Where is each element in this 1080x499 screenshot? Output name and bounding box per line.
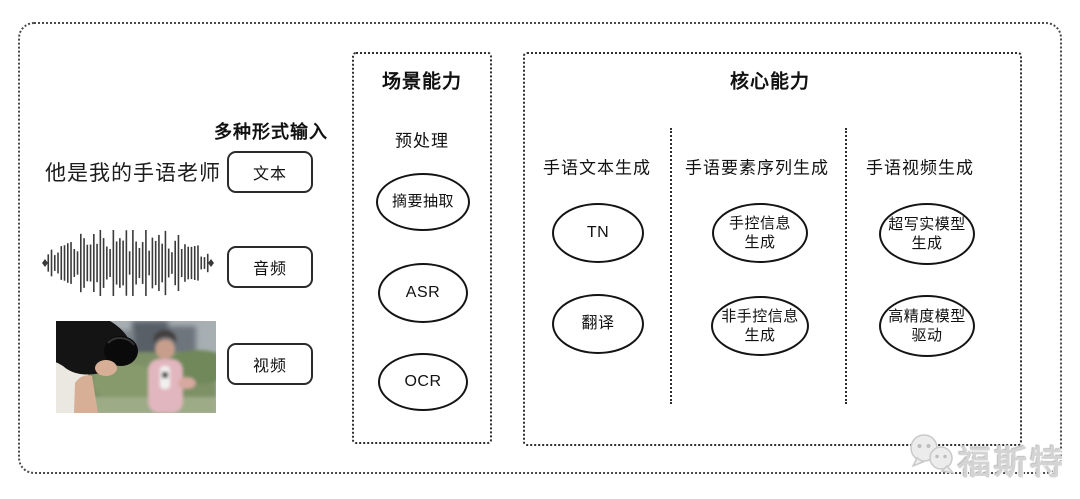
node-manual-info-generation-label: 手控信息 生成 [728, 214, 791, 252]
node-manual-info-generation: 手控信息 生成 [712, 203, 808, 263]
node-ocr-label: OCR [404, 372, 442, 390]
node-nonmanual-info-generation: 非手控信息 生成 [711, 296, 809, 356]
sample-sentence: 他是我的手语老师 [45, 162, 221, 185]
core-column-divider-2 [845, 128, 847, 404]
audio-waveform-icon [42, 227, 214, 299]
node-asr: ASR [378, 263, 468, 323]
node-translation: 翻译 [552, 294, 644, 354]
core-col2-header: 手语要素序列生成 [685, 158, 829, 178]
node-tn: TN [552, 203, 644, 263]
core-box-title: 核心能力 [729, 71, 811, 93]
core-col3-header: 手语视频生成 [866, 158, 974, 178]
input-pill-text-label: 文本 [252, 166, 287, 183]
input-pill-video: 视频 [227, 343, 313, 385]
scene-box-subtitle: 预处理 [395, 131, 449, 151]
outer-dotted-frame [18, 22, 1062, 474]
input-pill-audio-label: 音频 [252, 261, 287, 278]
node-summary-extraction-label: 摘要抽取 [391, 193, 454, 211]
node-highprecision-model-driving: 高精度模型 驱动 [879, 295, 975, 357]
reporter-photo [56, 321, 216, 413]
node-summary-extraction: 摘要抽取 [376, 173, 470, 231]
core-col1-header: 手语文本生成 [543, 158, 651, 178]
scene-box-title: 场景能力 [381, 71, 463, 93]
core-capability-box [523, 52, 1022, 446]
core-column-divider-1 [670, 128, 672, 404]
watermark-text: 福斯特 [958, 444, 1066, 481]
node-tn-label: TN [586, 223, 610, 241]
input-pill-text: 文本 [227, 151, 313, 193]
scene-capability-box [352, 52, 492, 444]
input-pill-audio: 音频 [227, 246, 313, 288]
node-translation-label: 翻译 [581, 314, 615, 332]
node-asr-label: ASR [405, 283, 441, 301]
node-nonmanual-info-generation-label: 非手控信息 生成 [721, 307, 799, 345]
node-hyperrealistic-model-generation-label: 超写实模型 生成 [888, 215, 966, 253]
input-section-heading: 多种形式输入 [214, 122, 328, 142]
node-highprecision-model-driving-label: 高精度模型 驱动 [888, 307, 966, 345]
node-hyperrealistic-model-generation: 超写实模型 生成 [879, 203, 975, 265]
chat-bubbles-icon [908, 432, 958, 478]
input-pill-video-label: 视频 [252, 358, 287, 375]
node-ocr: OCR [378, 353, 468, 411]
